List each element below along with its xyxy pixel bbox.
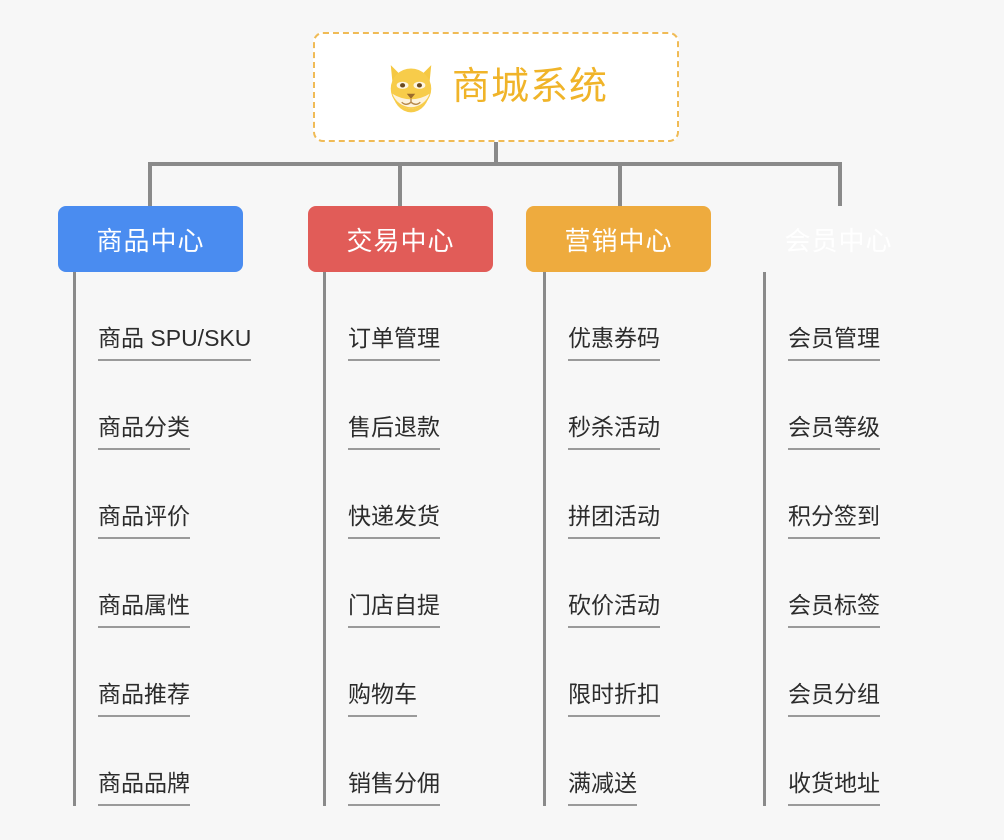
leaf-item[interactable]: 商品 SPU/SKU (58, 272, 252, 361)
category-column-3: 营销中心优惠券码秒杀活动拼团活动砍价活动限时折扣满减送 (526, 206, 711, 806)
leaf-item-label: 秒杀活动 (568, 416, 660, 450)
leaf-list-3: 优惠券码秒杀活动拼团活动砍价活动限时折扣满减送 (526, 272, 711, 806)
leaf-item-label: 购物车 (348, 683, 417, 717)
leaf-item-label: 商品 SPU/SKU (98, 327, 252, 361)
category-column-4: 会员中心会员管理会员等级积分签到会员标签会员分组收货地址 (746, 206, 931, 806)
trunk-line-1 (73, 272, 76, 806)
leaf-item[interactable]: 满减送 (526, 717, 711, 806)
leaf-item[interactable]: 积分签到 (746, 450, 931, 539)
leaf-item[interactable]: 商品推荐 (58, 628, 251, 717)
leaf-item-label: 优惠券码 (568, 327, 660, 361)
leaf-item[interactable]: 会员分组 (746, 628, 931, 717)
leaf-item-label: 销售分佣 (348, 772, 440, 806)
leaf-item-label: 会员标签 (788, 594, 880, 628)
leaf-item[interactable]: 商品属性 (58, 539, 251, 628)
connector-bus (150, 162, 840, 166)
leaf-item[interactable]: 购物车 (308, 628, 493, 717)
leaf-list-1: 商品 SPU/SKU 商品分类商品评价商品属性商品推荐商品品牌 (58, 272, 252, 806)
category-label: 交易中心 (346, 225, 455, 256)
leaf-item-label: 拼团活动 (568, 505, 660, 539)
leaf-item-label: 收货地址 (788, 772, 880, 806)
trunk-line-3 (543, 272, 546, 806)
category-label: 营销中心 (564, 225, 673, 256)
category-box-4[interactable]: 会员中心 (746, 206, 931, 272)
leaf-item-label: 会员分组 (788, 683, 880, 717)
connector-drop-4 (838, 162, 842, 206)
leaf-item[interactable]: 会员标签 (746, 539, 931, 628)
trunk-line-4 (763, 272, 766, 806)
leaf-item[interactable]: 会员等级 (746, 361, 931, 450)
leaf-item-label: 门店自提 (348, 594, 440, 628)
leaf-list-4: 会员管理会员等级积分签到会员标签会员分组收货地址 (746, 272, 931, 806)
leaf-item[interactable]: 优惠券码 (526, 272, 711, 361)
leaf-item[interactable]: 门店自提 (308, 539, 493, 628)
leaf-list-2: 订单管理售后退款快递发货门店自提购物车销售分佣 (308, 272, 493, 806)
leaf-item[interactable]: 商品评价 (58, 450, 251, 539)
category-label: 商品中心 (96, 225, 205, 256)
category-box-3[interactable]: 营销中心 (526, 206, 711, 272)
connector-drop-1 (148, 162, 152, 206)
connector-drop-3 (618, 162, 622, 206)
leaf-item-label: 售后退款 (348, 416, 440, 450)
leaf-item[interactable]: 限时折扣 (526, 628, 711, 717)
leaf-item-label: 满减送 (568, 772, 637, 806)
category-column-2: 交易中心订单管理售后退款快递发货门店自提购物车销售分佣 (308, 206, 493, 806)
root-node[interactable]: 商城系统 (313, 32, 679, 142)
leaf-item[interactable]: 商品分类 (58, 361, 251, 450)
shiba-dog-face-icon (390, 65, 432, 113)
leaf-item[interactable]: 会员管理 (746, 272, 931, 361)
leaf-item[interactable]: 销售分佣 (308, 717, 493, 806)
trunk-line-2 (323, 272, 326, 806)
leaf-item-label: 订单管理 (348, 327, 440, 361)
category-column-1: 商品中心商品 SPU/SKU 商品分类商品评价商品属性商品推荐商品品牌 (58, 206, 252, 806)
leaf-item[interactable]: 订单管理 (308, 272, 493, 361)
leaf-item[interactable]: 秒杀活动 (526, 361, 711, 450)
leaf-item-label: 商品评价 (98, 505, 190, 539)
leaf-item-label: 商品推荐 (98, 683, 190, 717)
leaf-item[interactable]: 商品品牌 (58, 717, 251, 806)
leaf-item-label: 砍价活动 (568, 594, 660, 628)
leaf-item[interactable]: 售后退款 (308, 361, 493, 450)
leaf-item-label: 会员等级 (788, 416, 880, 450)
category-label: 会员中心 (784, 225, 893, 256)
leaf-item[interactable]: 拼团活动 (526, 450, 711, 539)
category-box-1[interactable]: 商品中心 (58, 206, 243, 272)
leaf-item-label: 限时折扣 (568, 683, 660, 717)
leaf-item-label: 商品品牌 (98, 772, 190, 806)
connector-drop-2 (398, 162, 402, 206)
leaf-item[interactable]: 收货地址 (746, 717, 931, 806)
leaf-item-label: 积分签到 (788, 505, 880, 539)
connector-root-stem (494, 142, 498, 164)
leaf-item-label: 快递发货 (348, 505, 440, 539)
category-box-2[interactable]: 交易中心 (308, 206, 493, 272)
leaf-item[interactable]: 快递发货 (308, 450, 493, 539)
root-title: 商城系统 (451, 66, 608, 108)
leaf-item-label: 商品分类 (98, 416, 190, 450)
leaf-item-label: 会员管理 (788, 327, 880, 361)
leaf-item-label: 商品属性 (98, 594, 190, 628)
leaf-item[interactable]: 砍价活动 (526, 539, 711, 628)
